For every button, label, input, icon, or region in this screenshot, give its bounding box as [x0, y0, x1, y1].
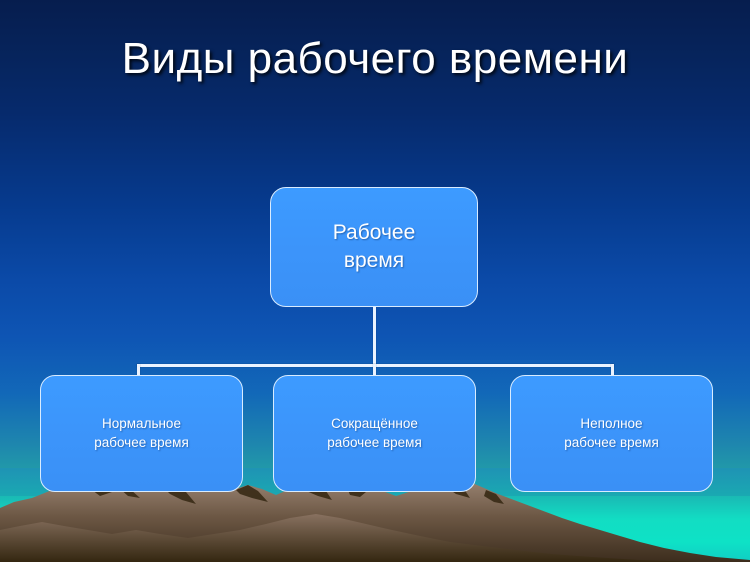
connector-child-1-drop [137, 364, 140, 376]
diagram-node-root-line-1: Рабочее [332, 220, 416, 244]
diagram-node-2-label: Сокращённое рабочее время [319, 415, 430, 451]
diagram-node-2-line-2: рабочее время [327, 434, 422, 450]
connector-root-vertical [373, 307, 376, 366]
diagram-node-1-line-2: рабочее время [94, 434, 189, 450]
diagram-node-reduced-working-time[interactable]: Сокращённое рабочее время [273, 375, 476, 492]
horizon-band [0, 496, 750, 562]
diagram-node-2-line-1: Сокращённое [331, 416, 418, 432]
diagram-node-part-time-working-time[interactable]: Неполное рабочее время [510, 375, 713, 492]
diagram-node-1-line-1: Нормальное [102, 416, 181, 432]
connector-child-2-drop [373, 364, 376, 376]
diagram-node-3-label: Неполное рабочее время [556, 415, 667, 451]
connector-child-3-drop [611, 364, 614, 376]
diagram-node-3-line-2: рабочее время [564, 434, 659, 450]
diagram-node-1-label: Нормальное рабочее время [86, 415, 197, 451]
diagram-node-root-line-2: время [343, 249, 405, 272]
diagram-node-3-line-1: Неполное [580, 416, 643, 432]
diagram-node-root[interactable]: Рабочее время [270, 187, 478, 307]
diagram-node-root-label: Рабочее время [325, 219, 424, 276]
diagram-node-normal-working-time[interactable]: Нормальное рабочее время [40, 375, 243, 492]
slide-title: Виды рабочего времени [121, 34, 629, 83]
